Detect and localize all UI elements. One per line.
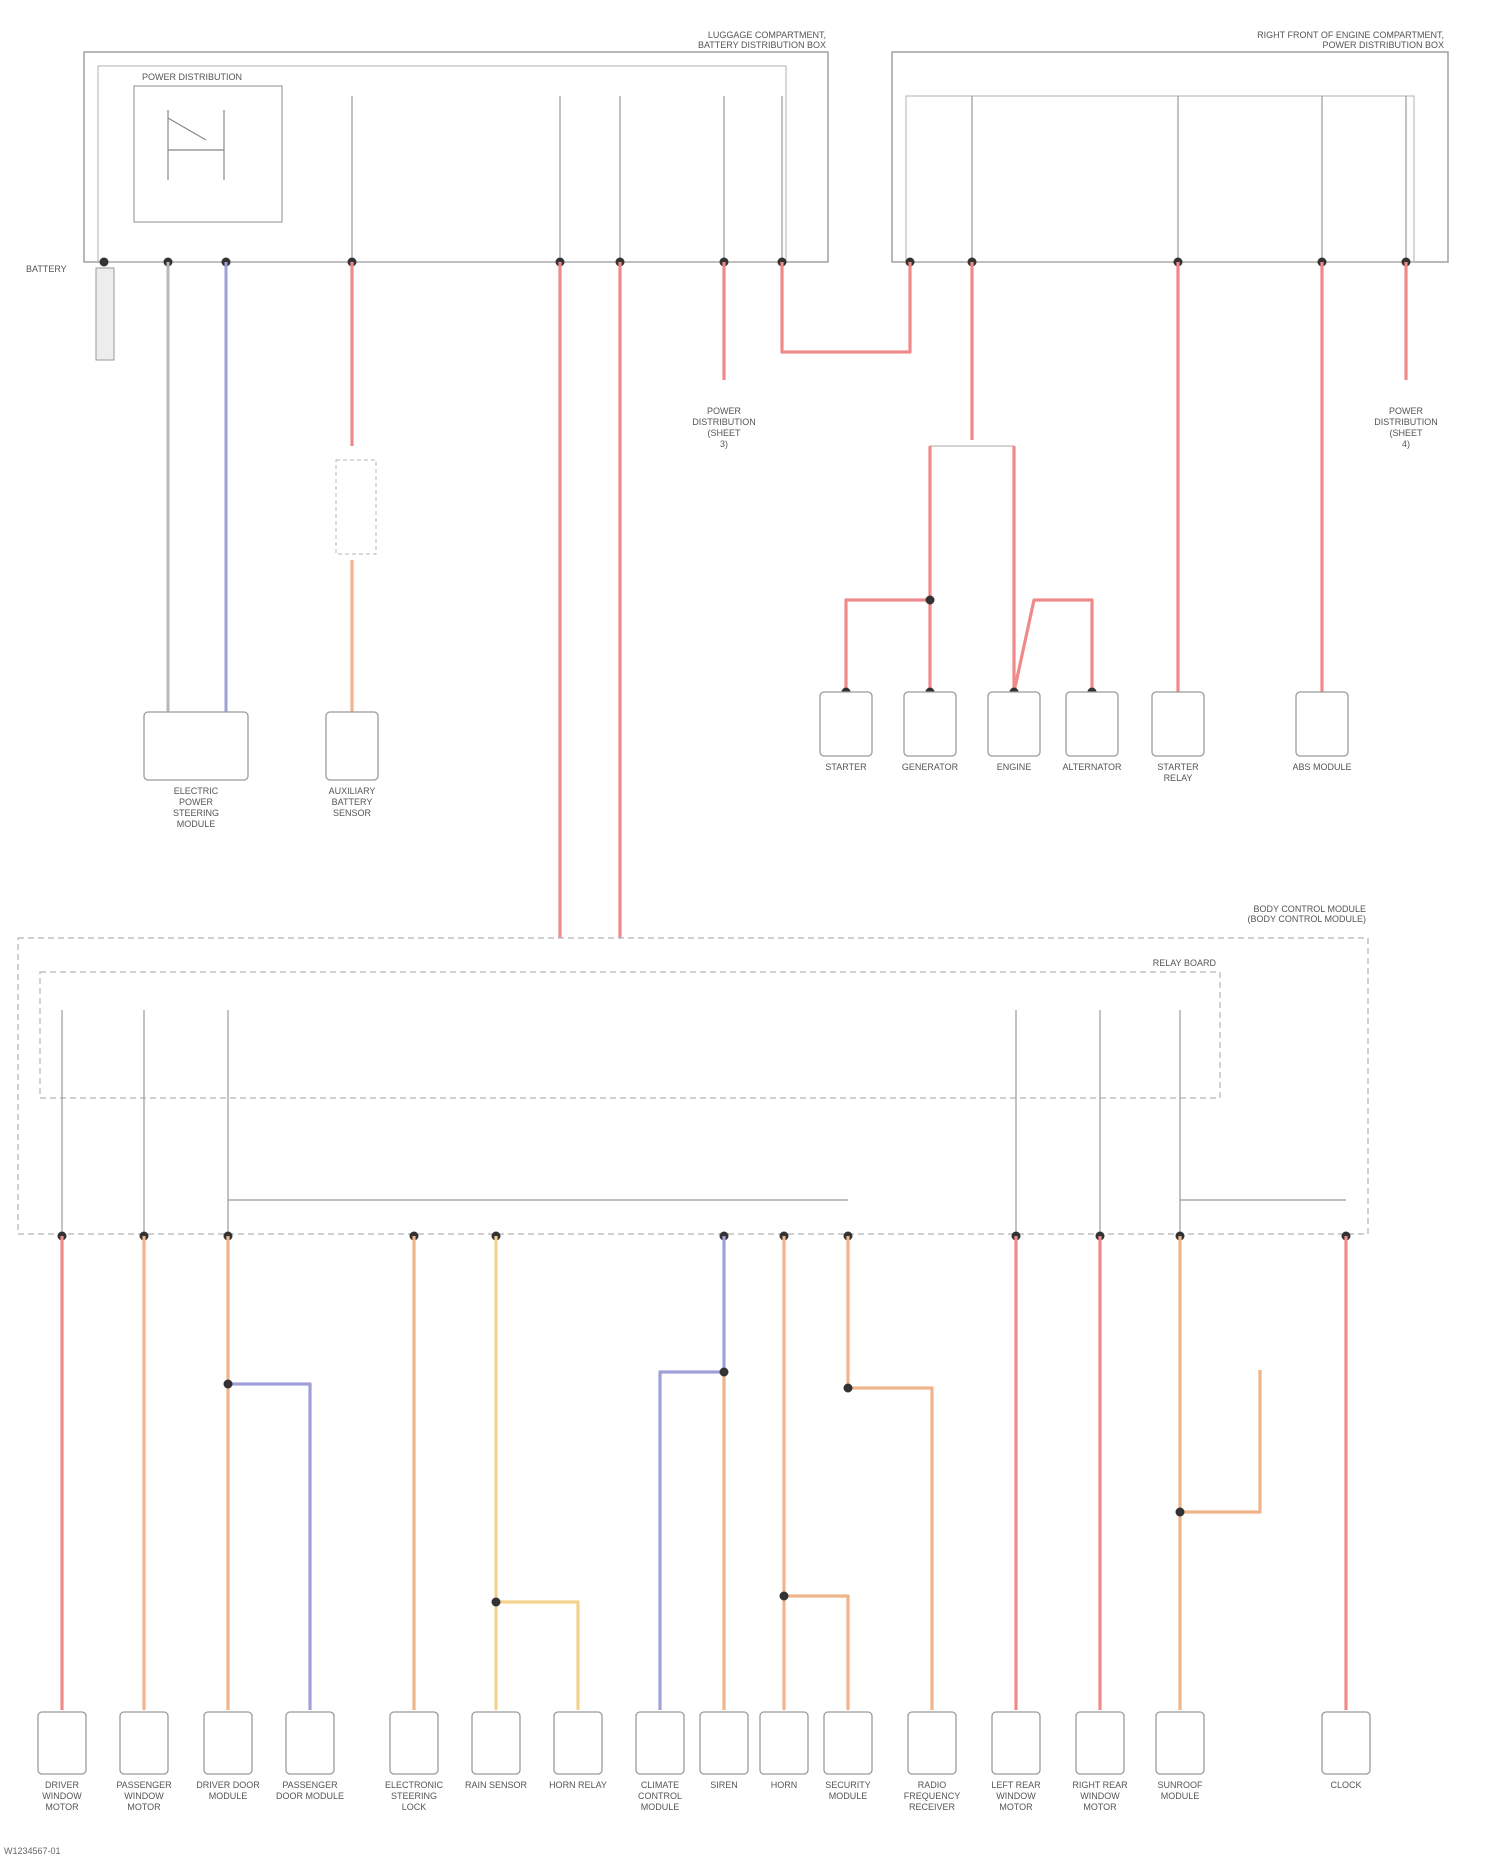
bottom-component-14-box — [1156, 1712, 1204, 1774]
fusible-link — [336, 460, 376, 554]
bottom-component-10-box — [824, 1712, 872, 1774]
relay-box — [134, 86, 282, 222]
splice-dot — [844, 1384, 853, 1393]
top-component-6-box — [1066, 692, 1118, 756]
bottom-component-11-box — [908, 1712, 956, 1774]
splice-dot — [224, 1380, 233, 1389]
top-component-6-label: ALTERNATOR — [1062, 762, 1122, 772]
bottom-component-6-box — [554, 1712, 602, 1774]
top-component-1-box — [326, 712, 378, 780]
bottom-component-0-box — [38, 1712, 86, 1774]
bottom-component-8-label: SIREN — [710, 1780, 738, 1790]
top-component-5-box — [988, 692, 1040, 756]
top-component-4-box — [904, 692, 956, 756]
left-box-title-1: LUGGAGE COMPARTMENT, — [708, 30, 826, 40]
top-fuse-drops — [100, 96, 1411, 267]
battery-label: BATTERY — [26, 264, 67, 274]
diagram-code: W1234567-01 — [4, 1846, 61, 1856]
bcm-title-2: (BODY CONTROL MODULE) — [1247, 914, 1366, 924]
wire-starter — [846, 446, 930, 692]
bottom-component-5-box — [472, 1712, 520, 1774]
top-component-7-box — [1152, 692, 1204, 756]
bottom-component-6-label: HORN RELAY — [549, 1780, 607, 1790]
bottom-component-15-label: CLOCK — [1330, 1780, 1361, 1790]
top-wires — [168, 262, 1406, 938]
top-component-4-label: GENERATOR — [902, 762, 959, 772]
battery-symbol — [96, 268, 114, 360]
relay-label: POWER DISTRIBUTION — [142, 72, 242, 82]
bottom-component-7-box — [636, 1712, 684, 1774]
bottom-wires — [58, 1010, 1351, 1710]
bottom-component-13-box — [1076, 1712, 1124, 1774]
battery-distribution-box — [84, 52, 828, 262]
bottom-component-3-box — [286, 1712, 334, 1774]
splice-dot — [492, 1598, 501, 1607]
splice-dot — [780, 1592, 789, 1601]
splice-dot — [1176, 1508, 1185, 1517]
right-box-title-2: POWER DISTRIBUTION BOX — [1322, 40, 1444, 50]
top-component-0-box — [144, 712, 248, 780]
wire-horn-relay — [496, 1602, 578, 1710]
bottom-component-5-label: RAIN SENSOR — [465, 1780, 528, 1790]
right-box-title-1: RIGHT FRONT OF ENGINE COMPARTMENT, — [1257, 30, 1444, 40]
terminal-dot — [100, 258, 109, 267]
splice-dot — [720, 1368, 729, 1377]
top-component-8-box — [1296, 692, 1348, 756]
bottom-component-8-box — [700, 1712, 748, 1774]
power-distribution-box-inner — [906, 96, 1414, 262]
wire-security — [784, 1596, 848, 1710]
bottom-component-12-box — [992, 1712, 1040, 1774]
battery-distribution-box-inner — [98, 66, 786, 262]
wire-alternator — [1014, 600, 1092, 692]
wire-passenger-door — [228, 1384, 310, 1710]
bottom-component-9-label: HORN — [771, 1780, 798, 1790]
bottom-component-4-box — [390, 1712, 438, 1774]
body-control-module — [18, 938, 1368, 1234]
top-component-8-label: ABS MODULE — [1292, 762, 1351, 772]
wire-ground-tap — [1180, 1370, 1260, 1512]
splice-dot — [926, 596, 935, 605]
top-component-5-label: ENGINE — [997, 762, 1032, 772]
bottom-component-15-box — [1322, 1712, 1370, 1774]
bcm-title-1: BODY CONTROL MODULE — [1253, 904, 1366, 914]
top-component-3-label: STARTER — [825, 762, 867, 772]
relay-board-label: RELAY BOARD — [1153, 958, 1217, 968]
relay-switch — [168, 110, 224, 180]
bottom-component-1-box — [120, 1712, 168, 1774]
bottom-component-2-box — [204, 1712, 252, 1774]
relay-board — [40, 972, 1220, 1098]
wire-rf-receiver — [848, 1236, 932, 1710]
power-distribution-box — [892, 52, 1448, 262]
wire-climate — [660, 1236, 724, 1710]
top-component-3-box — [820, 692, 872, 756]
wire-crosslink — [782, 262, 910, 352]
left-box-title-2: BATTERY DISTRIBUTION BOX — [698, 40, 826, 50]
bottom-component-9-box — [760, 1712, 808, 1774]
